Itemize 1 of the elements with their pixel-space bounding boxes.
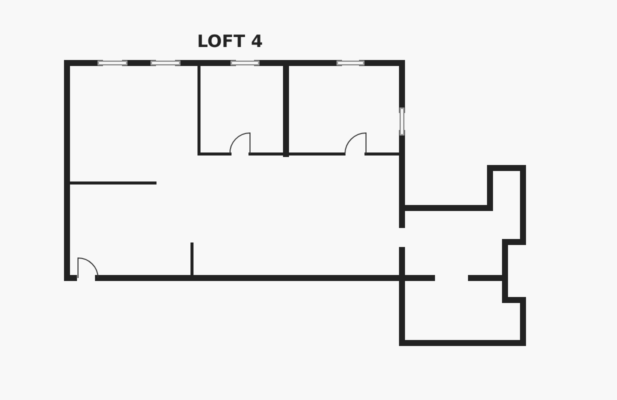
title: LOFT 4 xyxy=(196,32,264,52)
